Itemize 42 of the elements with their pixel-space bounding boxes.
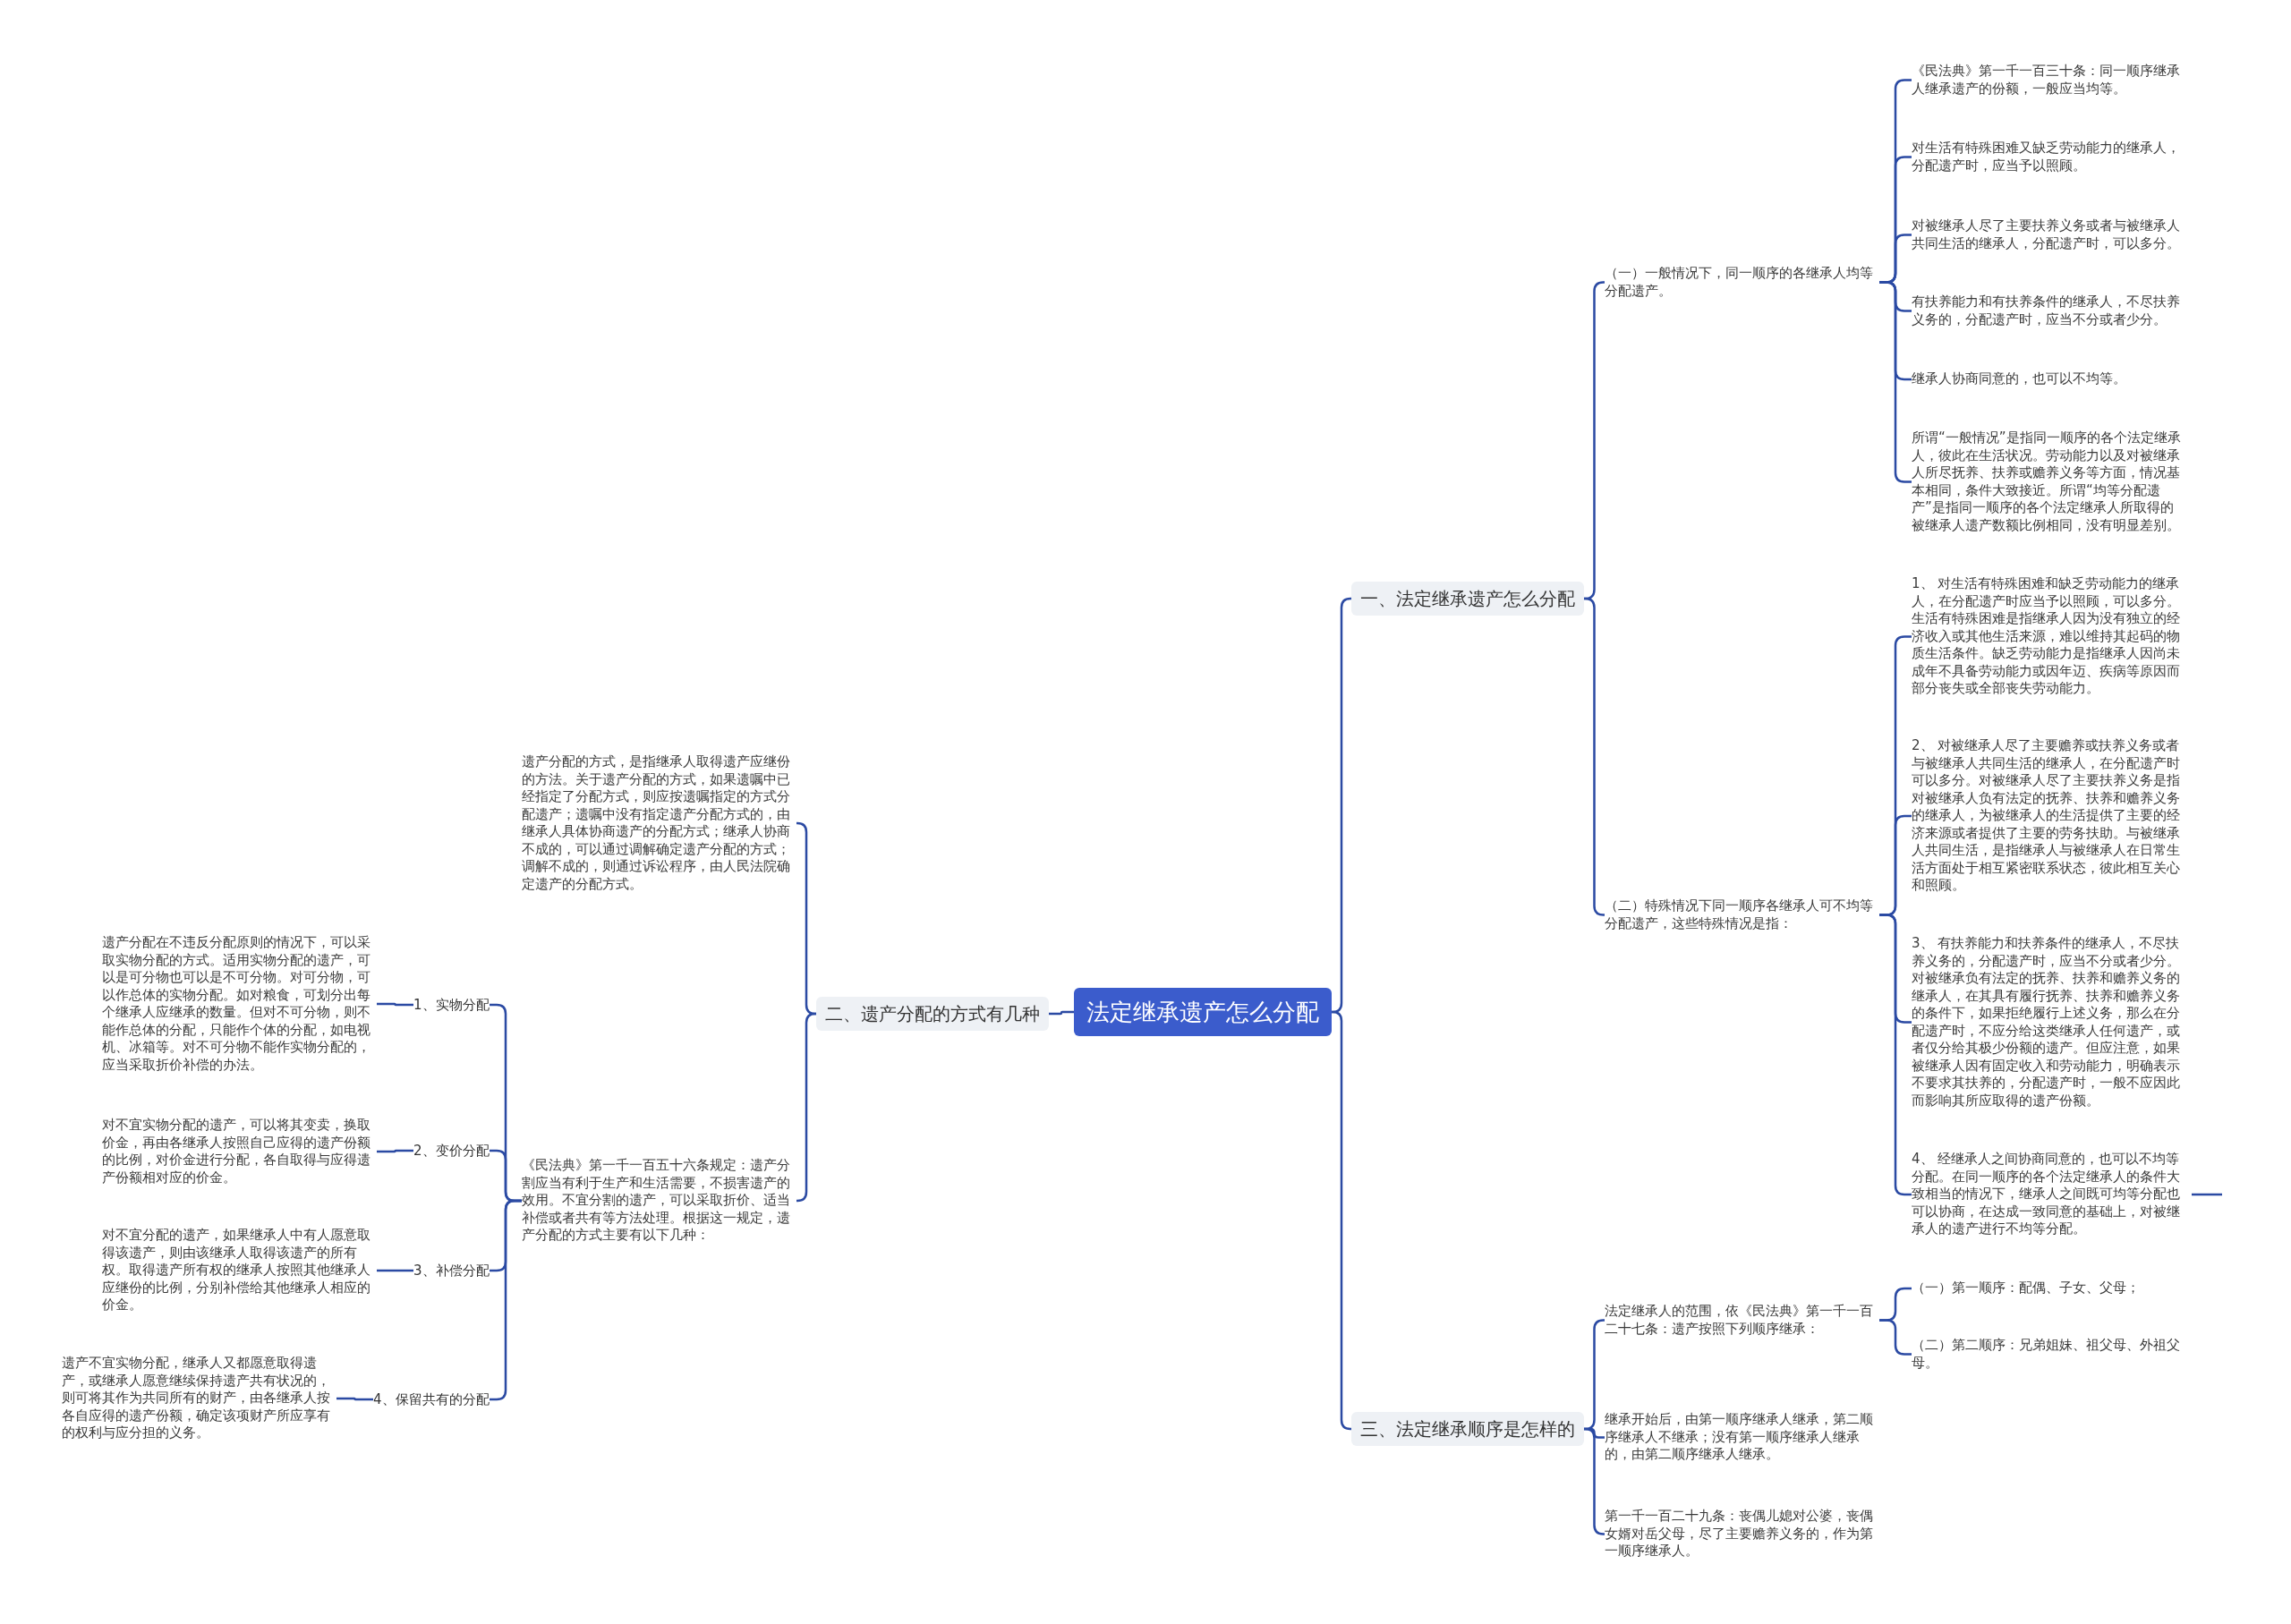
note-text: 遗产分配在不违反分配原则的情况下，可以采取实物分配的方式。适用实物分配的遗产，可以是可分物也可以是不可分物。对可分物，可以作总体的实物分配。如对粮食，可划分出每个继承人应继承的数量。但对不可分物，则不能作总体的分配，只能作个体的分配，如电视机、冰箱等。对不可分物不能作实物分配的，应当采取折价补偿的办法。 [102, 934, 377, 1074]
note-text: 对生活有特殊困难又缺乏劳动能力的继承人，分配遗产时，应当予以照顾。 [1912, 140, 2186, 174]
topic-label: 2、变价分配 [413, 1140, 490, 1161]
connector-line [1049, 1010, 1074, 1016]
note-text: 遗产不宜实物分配，继承人又都愿意取得遗产，或继承人愿意继续保持遗产共有状况的，则可将其作为共同所有的财产，由各继承人按各自应得的遗产份额，确定该项财产所应享有的权利与应分担的义务。 [62, 1355, 336, 1442]
note-text: 第一千一百二十九条：丧偶儿媳对公婆，丧偶女婿对岳父母，尽了主要赡养义务的，作为第一顺序继承人。 [1605, 1508, 1879, 1560]
connector-line [377, 1269, 413, 1272]
central-topic-box: 法定继承遗产怎么分配 [1074, 988, 1332, 1036]
topic-label: 3、补偿分配 [413, 1260, 490, 1281]
note-text: 有扶养能力和有扶养条件的继承人，不尽扶养义务的，分配遗产时，应当不分或者少分。 [1912, 293, 2186, 328]
topic-box: 一、法定继承遗产怎么分配 [1351, 582, 1584, 616]
note-text: 4、 经继承人之间协商同意的，也可以不均等分配。在同一顺序的各个法定继承人的条件大致相当的情况下，继承人之间既可均等分配也可以协商，在达成一致同意的基础上，对被继承人的遗产进行不均等分配。 [1912, 1151, 2186, 1238]
note-text: 2、 对被继承人尽了主要赡养或扶养义务或者与被继承人共同生活的继承人，在分配遗产时可以多分。对被继承人尽了主要扶养义务是指对被继承人负有法定的抚养、扶养和赡养义务的继承人，为被继承人的生活提供了主要的经济来源或者提供了主要的劳务扶助。与被继承人共同生活，是指继承人与被继承人在日常生活方面处于相互紧密联系状态，彼此相互关心和照顾。 [1912, 737, 2186, 895]
note-text: 《民法典》第一千一百三十条：同一顺序继承人继承遗产的份额，一般应当均等。 [1912, 63, 2186, 98]
connector-line [2192, 1193, 2222, 1196]
connector-line [1583, 1427, 1605, 1535]
note-text: 继承开始后，由第一顺序继承人继承，第二顺序继承人不继承；没有第一顺序继承人继承的，由第二顺序继承人继承。 [1605, 1411, 1879, 1464]
connector-line [336, 1397, 373, 1401]
note-text: 所谓“一般情况”是指同一顺序的各个法定继承人，彼此在生活状况。劳动能力以及对被继承人所尽抚养、扶养或赡养义务等方面，情况基本相同，条件大致接近。所谓“均等分配遗产”是指同一顺序的各个法定继承人所取得的被继承人遗产数额比例相同，没有明显差别。 [1912, 429, 2186, 534]
note-text: 对被继承人尽了主要扶养义务或者与被继承人共同生活的继承人，分配遗产时，可以多分。 [1912, 217, 2186, 252]
topic-label: 4、保留共有的分配 [373, 1389, 490, 1410]
note-text: （一）一般情况下，同一顺序的各继承人均等分配遗产。 [1605, 265, 1879, 300]
topic-label: 1、实物分配 [413, 994, 490, 1016]
connector-line [377, 1149, 413, 1153]
note-text: 1、 对生活有特殊困难和缺乏劳动能力的继承人，在分配遗产时应当予以照顾，可以多分。生活有特殊困难是指继承人因为没有独立的经济收入或其他生活来源，难以维持其起码的物质生活条件。缺乏劳动能力是指继承人因尚未成年不具备劳动能力或因年迈、疾病等原因而部分丧失或全部丧失劳动能力。 [1912, 575, 2186, 698]
topic-box: 三、法定继承顺序是怎样的 [1351, 1412, 1584, 1446]
note-text: 3、 有扶养能力和扶养条件的继承人，不尽扶养义务的，分配遗产时，应当不分或者少分。对被继承负有法定的抚养、扶养和赡养义务的继承人，在其具有履行抚养、扶养和赡养义务的条件下，如果拒绝履行上述义务，那么在分配遗产时，不应分给这类继承人任何遗产，或者仅分给其极少份额的遗产。但应注意，如果被继承人因有固定收入和劳动能力，明确表示不要求其扶养的，分配遗产时，一般不应因此而影响其所应取得的遗产份额。 [1912, 935, 2186, 1110]
note-text: 对不宜实物分配的遗产，可以将其变卖，换取价金，再由各继承人按照自己应得的遗产份额的比例，对价金进行分配，各自取得与应得遗产份额相对应的价金。 [102, 1117, 377, 1186]
note-text: （二）特殊情况下同一顺序各继承人可不均等分配遗产，这些特殊情况是指： [1605, 897, 1879, 932]
connector-line [1331, 1010, 1352, 1431]
connector-line [796, 1012, 817, 1203]
connector-line [1583, 597, 1605, 916]
topic-box: 二、遗产分配的方式有几种 [816, 997, 1049, 1031]
note-text: 对不宜分配的遗产，如果继承人中有人愿意取得该遗产，则由该继承人取得该遗产的所有权。取得遗产所有权的继承人按照其他继承人应继份的比例，分别补偿给其他继承人相应的价金。 [102, 1227, 377, 1314]
note-text: 遗产分配的方式，是指继承人取得遗产应继份的方法。关于遗产分配的方式，如果遗嘱中已经指定了分配方式，则应按遗嘱指定的方式分配遗产；遗嘱中没有指定遗产分配方式的，由继承人具体协商遗产的分配方式；继承人协商不成的，可以通过调解确定遗产分配的方式；调解不成的，则通过诉讼程序，由人民法院确定遗产的分配方式。 [522, 753, 796, 893]
connector-line [1879, 1319, 1912, 1356]
note-text: （一）第一顺序：配偶、子女、父母； [1912, 1280, 2186, 1297]
note-text: 法定继承人的范围，依《民法典》第一千一百二十七条：遗产按照下列顺序继承： [1605, 1303, 1879, 1338]
connector-line [377, 1002, 413, 1007]
note-text: 继承人协商同意的，也可以不均等。 [1912, 370, 2186, 388]
note-text: （二）第二顺序：兄弟姐妹、祖父母、外祖父母。 [1912, 1337, 2186, 1372]
note-text: 《民法典》第一千一百五十六条规定：遗产分割应当有利于生产和生活需要，不损害遗产的效用。不宜分割的遗产，可以采取折价、适当补偿或者共有等方法处理。根据这一规定，遗产分配的方式主要有以下几种： [522, 1157, 796, 1245]
